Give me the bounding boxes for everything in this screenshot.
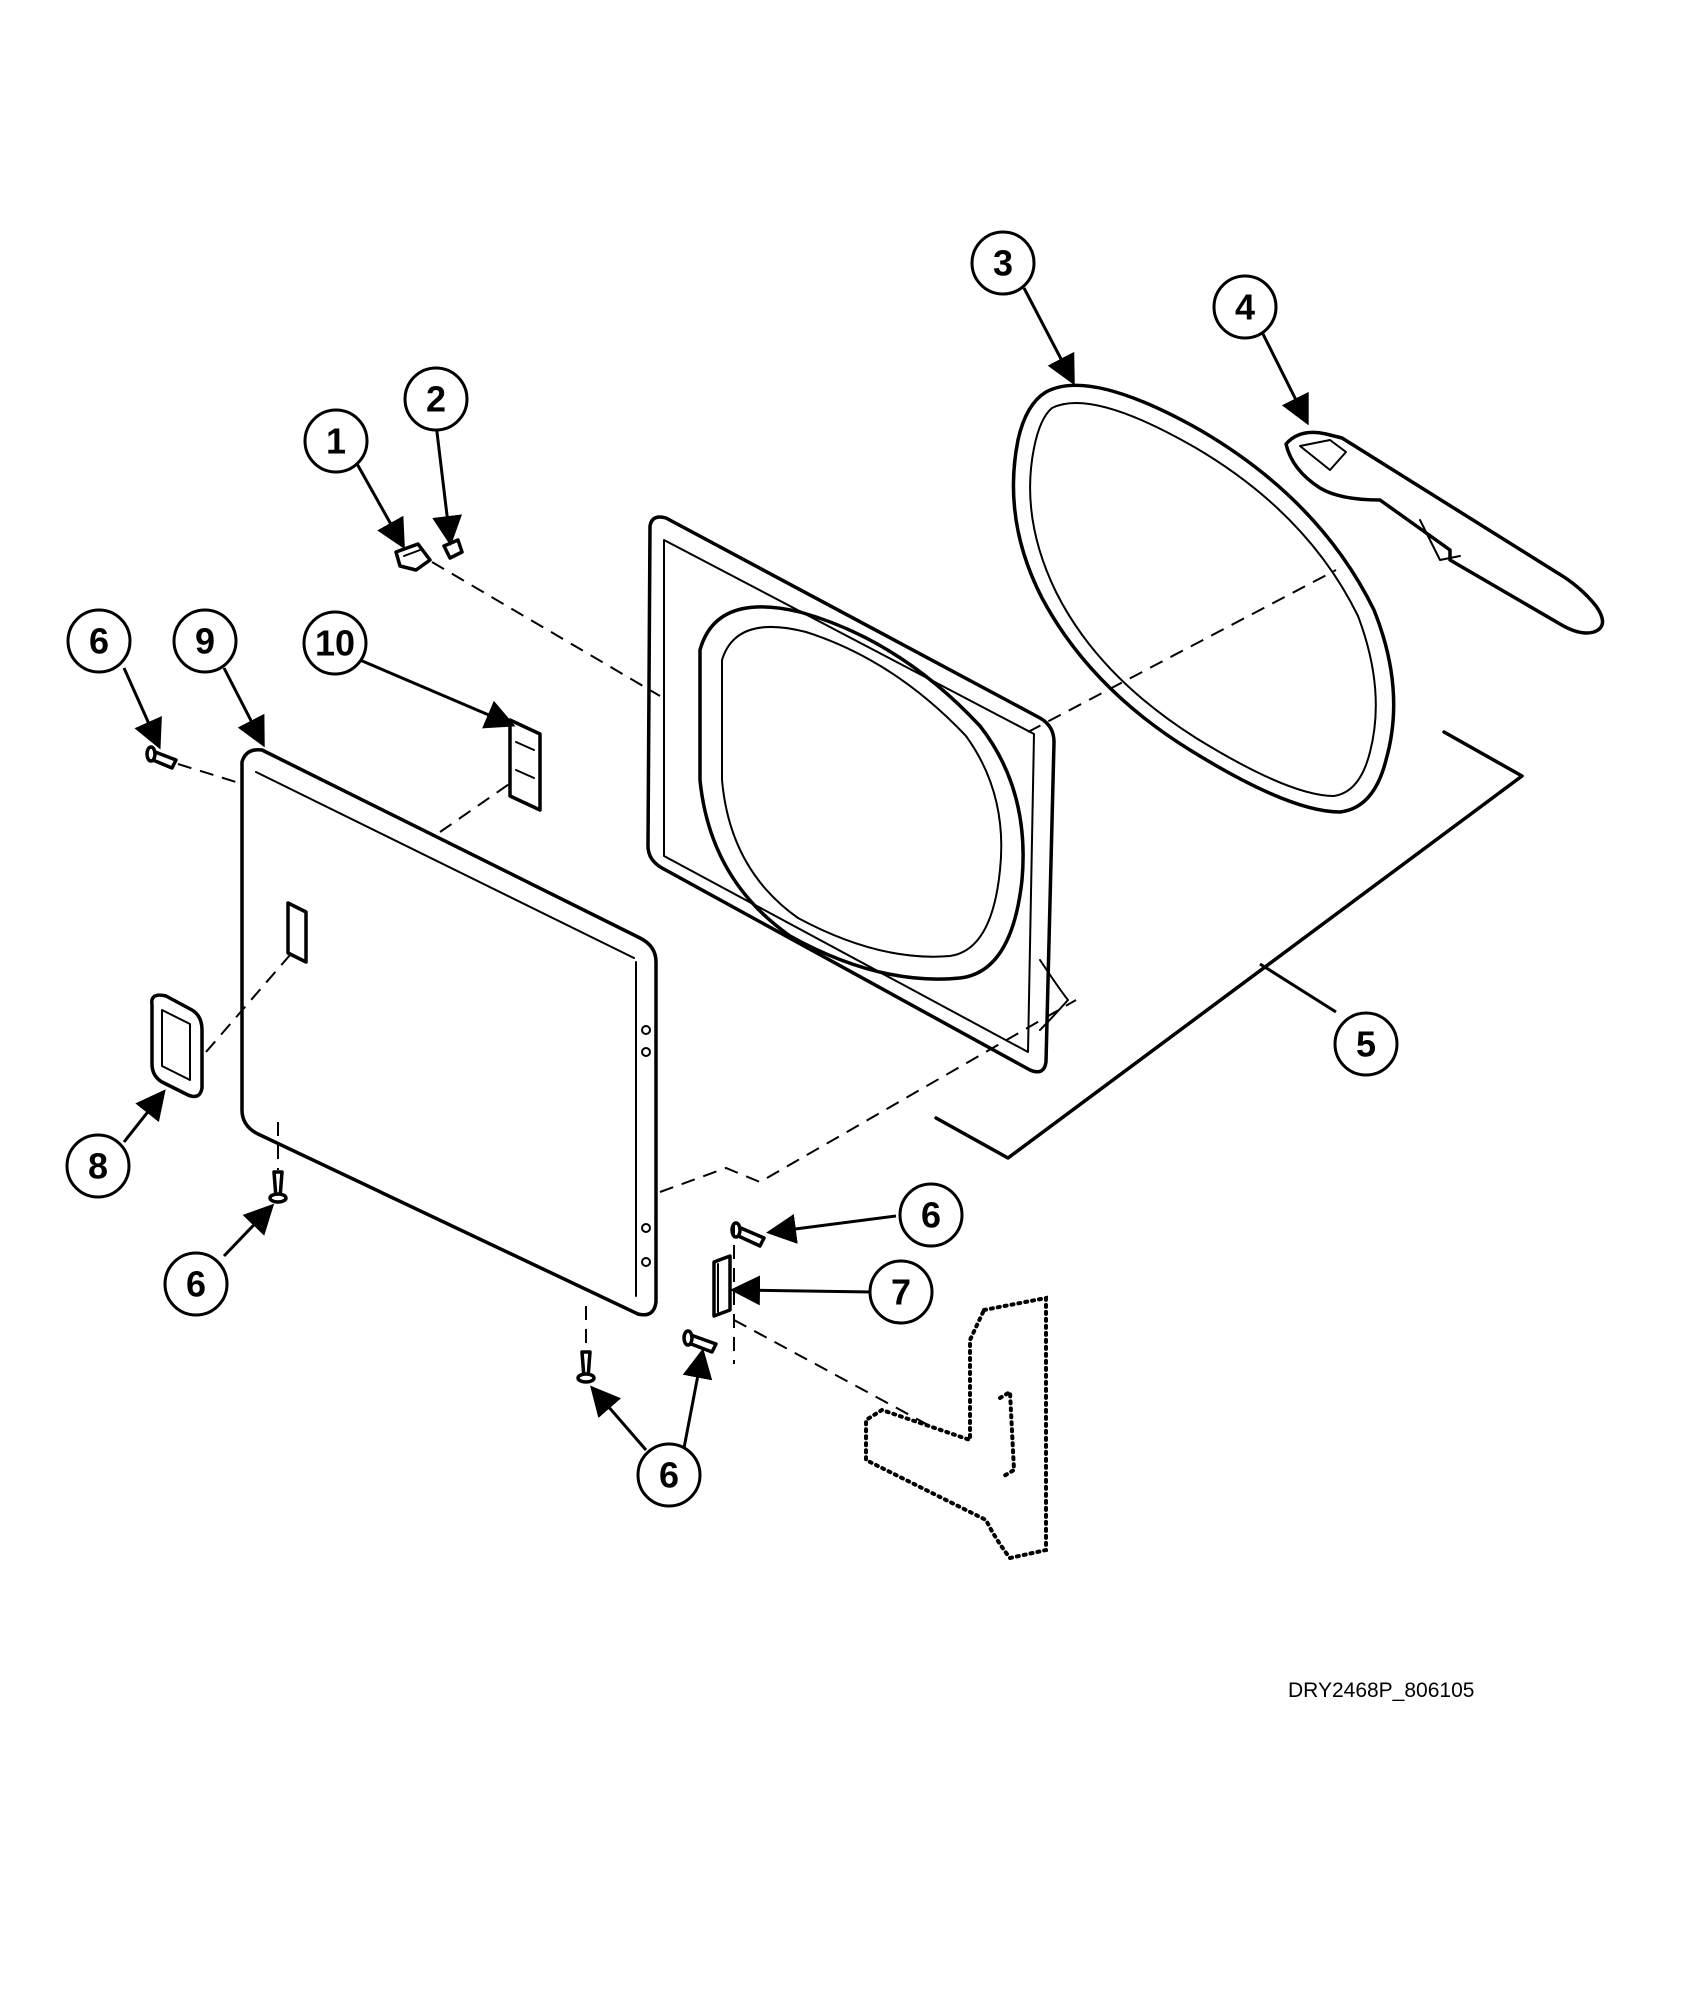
callout-label: 6: [186, 1264, 206, 1305]
screw-bottom-center: [576, 1350, 596, 1384]
door-strike: [508, 718, 542, 812]
door-trim: [1284, 430, 1605, 635]
callout-3: 3: [970, 230, 1036, 296]
callout-label: 5: [1356, 1024, 1376, 1065]
drawing-code: DRY2468P_806105: [1288, 1679, 1474, 1702]
callout-6-bottom-center: 6: [636, 1442, 702, 1508]
callout-1: 1: [303, 408, 369, 474]
hinge-clip: [394, 542, 432, 572]
screw-top-left: [145, 745, 178, 770]
door-panel: [240, 748, 658, 1317]
callout-label: 6: [659, 1455, 679, 1496]
callout-10: 10: [302, 610, 368, 676]
leader-lines: [122, 287, 1337, 1451]
callout-label: 1: [326, 421, 346, 462]
callout-8: 8: [65, 1133, 131, 1199]
door-hinge: [712, 1254, 732, 1318]
door-seal: [1011, 383, 1396, 814]
screw-bottom-left: [268, 1170, 288, 1204]
callout-label: 6: [89, 621, 109, 662]
callout-label: 3: [993, 243, 1013, 284]
callout-label: 8: [88, 1146, 108, 1187]
callout-6-top-left: 6: [66, 608, 132, 674]
callout-9: 9: [172, 608, 238, 674]
callout-label: 6: [921, 1195, 941, 1236]
callout-7: 7: [868, 1259, 934, 1325]
inner-door-frame: [646, 515, 1069, 1074]
callout-label: 4: [1235, 287, 1255, 328]
callout-2: 2: [403, 366, 469, 432]
callout-label: 7: [891, 1272, 911, 1313]
screw-hinge-bottom: [682, 1329, 718, 1354]
callout-5: 5: [1333, 1011, 1399, 1077]
cabinet-reference-outline: [864, 1295, 1048, 1561]
callout-label: 2: [426, 379, 446, 420]
callout-label: 9: [195, 621, 215, 662]
catch-clip: [442, 538, 464, 560]
callout-6-bottom-left: 6: [163, 1251, 229, 1317]
callout-6-hinge: 6: [898, 1182, 964, 1248]
door-handle: [150, 993, 204, 1099]
screw-hinge-top: [730, 1221, 766, 1248]
callout-label: 10: [315, 623, 355, 664]
assembly-lines: [177, 561, 1337, 1427]
callout-4: 4: [1212, 274, 1278, 340]
